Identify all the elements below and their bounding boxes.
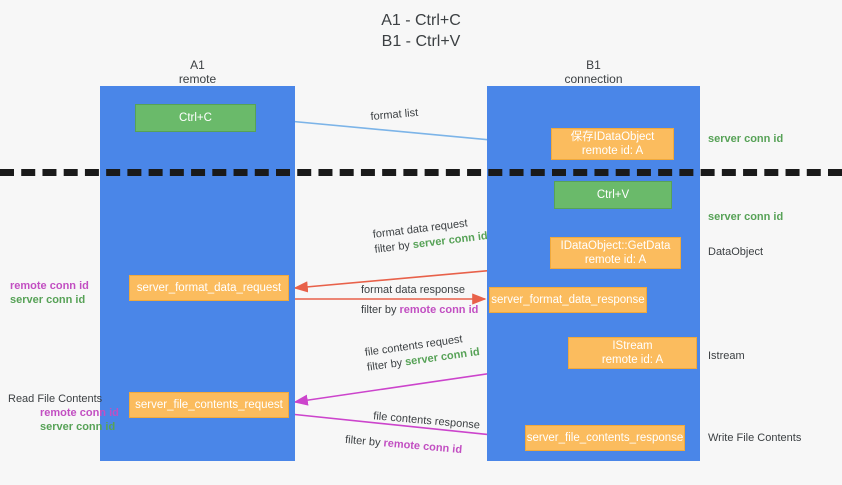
node-save-idataobject[interactable]: 保存IDataObject remote id: A [551,128,674,160]
title-line-1: A1 - Ctrl+C [381,12,461,29]
node-server-format-data-response[interactable]: server_format_data_response [489,287,647,313]
phase-divider [0,169,842,176]
filter-prefix: filter by [361,304,400,316]
annotation-left-server-conn-id-1: server conn id [10,294,86,306]
annotation-left-conn-ids-top: remote conn id server conn id [10,279,89,307]
annotation-right-server-conn-second-text: server conn id [708,211,784,223]
annotation-right-server-conn-second: server conn id [708,210,783,224]
node-ctrl-c-label: Ctrl+C [179,112,212,124]
node-server-file-contents-request[interactable]: server_file_contents_request [129,392,289,418]
filter-prefix: filter by [344,433,385,450]
annotation-right-dataobject: DataObject [708,245,763,259]
edge-label-file-contents-response: file contents response filter by remote … [344,407,481,460]
node-getdata-remoteid: remote id: A [584,254,647,266]
node-ctrl-v[interactable]: Ctrl+V [554,181,672,209]
node-ctrl-v-label: Ctrl+V [596,189,630,201]
lane-header-a1: A1 remote [100,58,295,86]
edge-label-format-list: format list [370,106,419,125]
annotation-right-istream-text: Istream [708,350,745,362]
node-ctrl-c[interactable]: Ctrl+C [135,104,256,132]
annotation-left-remote-conn-id-1: remote conn id [10,280,89,292]
annotation-left-read-file-contents: Read File Contents [8,393,103,405]
annotation-right-server-conn-top-text: server conn id [708,133,784,145]
node-istream[interactable]: IStream remote id: A [568,337,697,369]
node-save-idataobject-label: 保存IDataObject [570,131,655,143]
annotation-right-write-file-contents-text: Write File Contents [708,432,802,444]
diagram-title: A1 - Ctrl+C B1 - Ctrl+V [0,10,842,52]
node-server-file-contents-request-label: server_file_contents_request [135,399,283,411]
edge-label-format-list-text: format list [370,106,419,123]
node-getdata-label: IDataObject::GetData [560,240,671,252]
lane-a1-subtitle: remote [178,72,217,86]
node-istream-label: IStream [612,340,653,352]
filter-keyword-remote-conn-id: remote conn id [399,304,479,316]
lane-b1-subtitle: connection [564,72,623,86]
node-server-file-contents-response[interactable]: server_file_contents_response [525,425,685,451]
node-server-format-data-request-label: server_format_data_request [136,282,282,294]
edge-label-file-contents-response-text: file contents response [372,410,481,432]
edge-label-file-contents-request: file contents request filter by server c… [364,330,481,376]
node-server-format-data-request[interactable]: server_format_data_request [129,275,289,301]
node-save-idataobject-remoteid: remote id: A [581,145,644,157]
lane-header-b1: B1 connection [487,58,700,86]
edge-label-file-contents-response-filter: filter by remote conn id [344,433,478,460]
annotation-left-remote-conn-id-2: remote conn id [40,407,119,419]
lane-b1-title: B1 [586,58,601,72]
filter-prefix: filter by [366,356,407,374]
node-server-format-data-response-label: server_format_data_response [491,294,645,306]
edge-label-format-data-response-filter: filter by remote conn id [361,303,478,318]
lane-a1-title: A1 [190,58,205,72]
node-server-file-contents-response-label: server_file_contents_response [526,432,684,444]
node-istream-remoteid: remote id: A [601,354,664,366]
annotation-left-server-conn-id-2: server conn id [40,421,116,433]
edge-label-format-data-response: format data response filter by remote co… [361,283,478,318]
filter-prefix: filter by [373,239,414,256]
edge-label-format-data-request: format data request filter by server con… [372,214,489,258]
annotation-right-server-conn-top: server conn id [708,132,783,146]
filter-keyword-remote-conn-id: remote conn id [382,437,463,457]
annotation-right-dataobject-text: DataObject [708,246,764,258]
annotation-left-read-file-contents-group: Read File Contents remote conn id server… [8,392,119,434]
annotation-right-istream: Istream [708,349,745,363]
node-idataobject-getdata[interactable]: IDataObject::GetData remote id: A [550,237,681,269]
title-line-2: B1 - Ctrl+V [381,33,461,50]
annotation-right-write-file-contents: Write File Contents [708,431,801,445]
edge-label-format-data-response-text: format data response [361,284,465,296]
